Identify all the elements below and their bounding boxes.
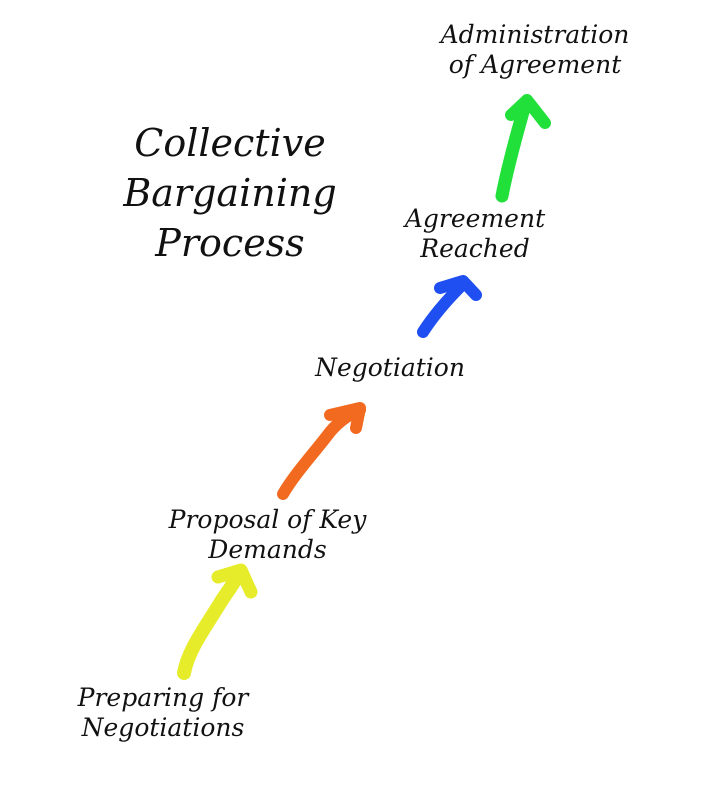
- step-preparing-for-negotiations: Preparing for Negotiations: [48, 683, 278, 743]
- arrow-head: [505, 94, 551, 129]
- title-line-2: Bargaining: [123, 171, 337, 215]
- arrow-head: [434, 275, 482, 301]
- step-label-line-1: Negotiation: [315, 353, 465, 382]
- step-label-line-1: Preparing for: [77, 683, 249, 712]
- step-label-line-2: Demands: [208, 535, 327, 564]
- arrow-up-right-icon: [417, 275, 482, 338]
- title-line-1: Collective: [134, 121, 326, 165]
- step-label-line-2: Negotiations: [81, 713, 245, 742]
- arrow-up-icon: [495, 94, 551, 203]
- step-agreement-reached: Agreement Reached: [385, 204, 565, 264]
- arrow-up-right-icon: [277, 402, 366, 500]
- step-label-line-2: Reached: [420, 234, 530, 263]
- arrow-head: [211, 563, 258, 599]
- step-label-line-2: of Agreement: [448, 50, 622, 79]
- arrow-shaft: [277, 404, 366, 500]
- title-line-3: Process: [155, 221, 305, 265]
- arrow-shaft: [495, 98, 532, 203]
- diagram-title: Collective Bargaining Process: [70, 118, 390, 268]
- arrow-shaft: [177, 565, 247, 680]
- arrow-shaft: [417, 279, 468, 338]
- arrow-up-right-icon: [177, 563, 258, 680]
- step-proposal-of-key-demands: Proposal of Key Demands: [140, 505, 395, 565]
- arrow-head: [324, 402, 366, 434]
- step-negotiation: Negotiation: [285, 353, 495, 383]
- step-label-line-1: Agreement: [404, 204, 546, 233]
- step-label-line-1: Proposal of Key: [168, 505, 367, 534]
- step-administration-of-agreement: Administration of Agreement: [400, 20, 670, 80]
- step-label-line-1: Administration: [440, 20, 630, 49]
